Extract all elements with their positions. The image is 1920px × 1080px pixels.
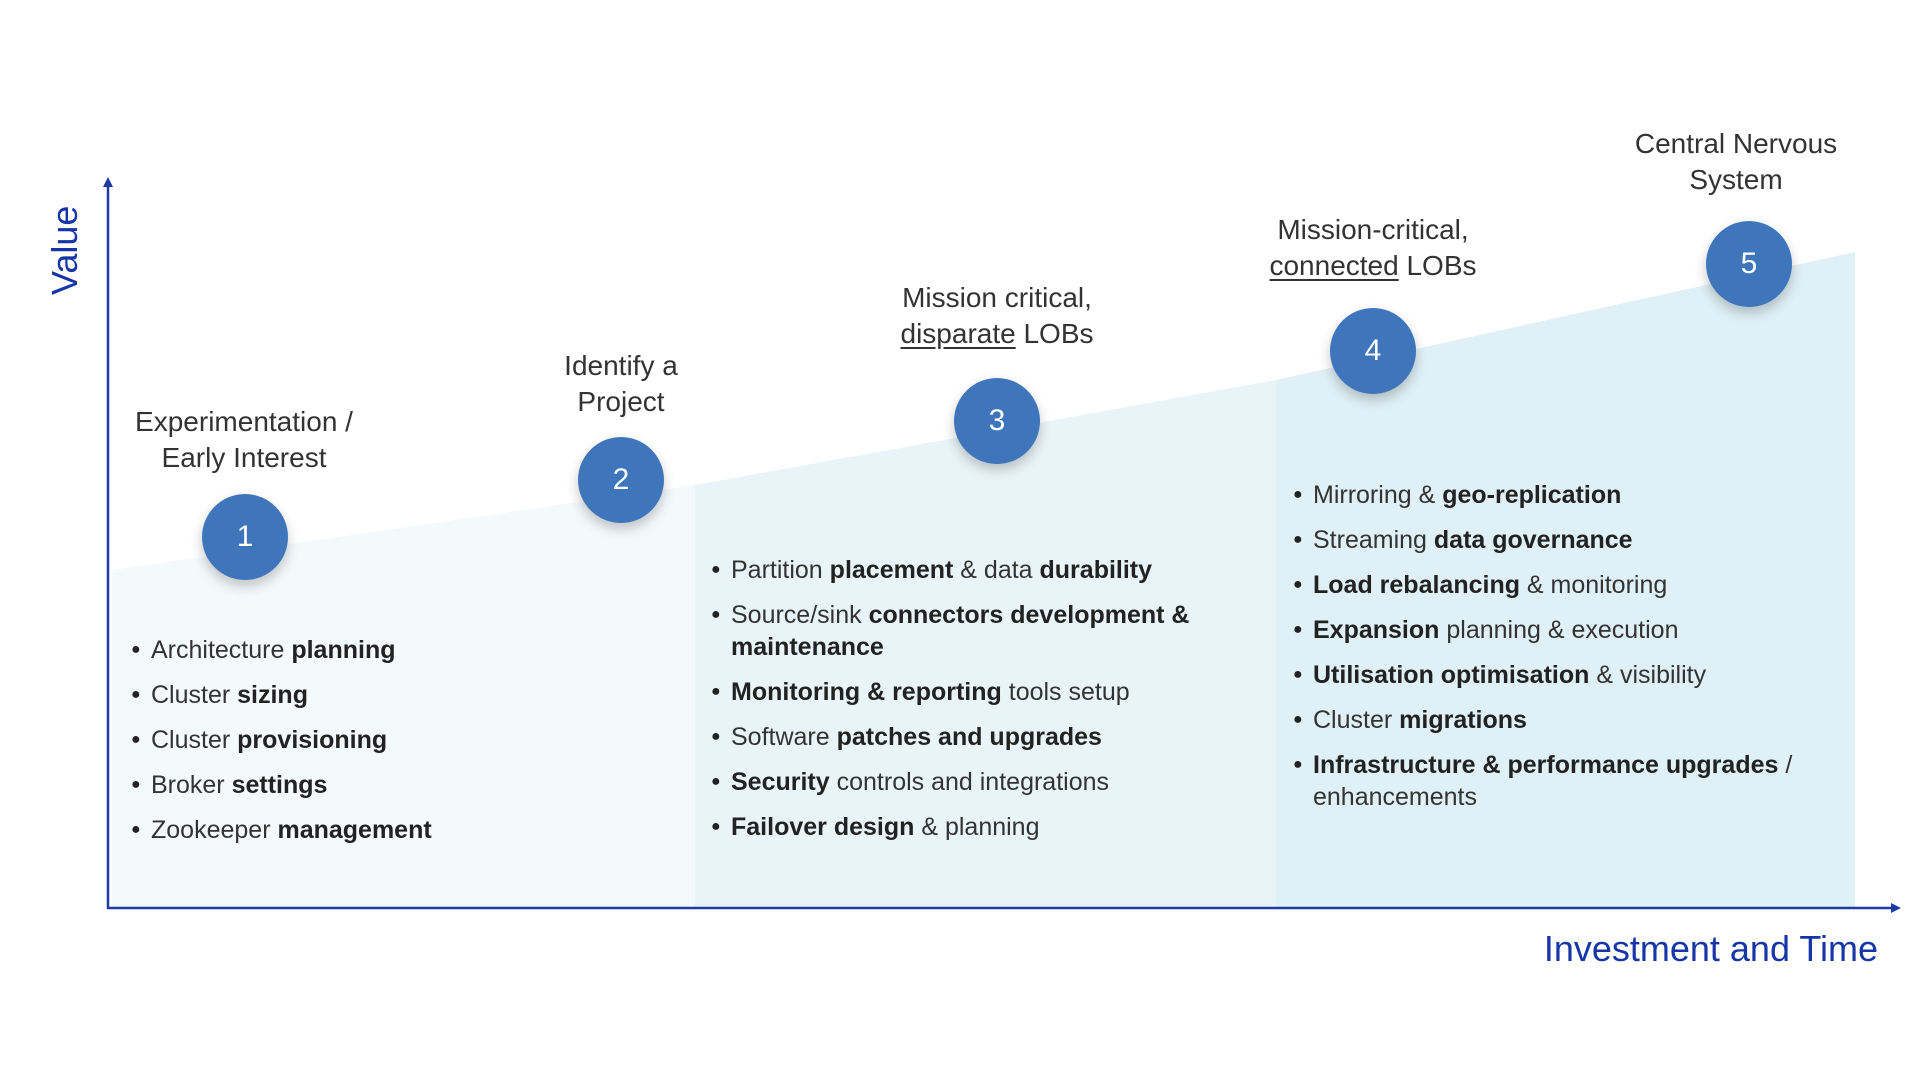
stage-3-bullets: Partition placement & data durabilitySou…	[711, 554, 1231, 856]
stage-title-part-text: Experimentation /	[135, 406, 353, 437]
stage-title-part-text: Central Nervous	[1634, 128, 1838, 159]
stage-1-badge: 1	[202, 494, 288, 580]
bullet-part-bold: patches and upgrades	[836, 723, 1102, 751]
bullet-part-bold: Infrastructure & performance upgrades	[1313, 751, 1779, 779]
bullet-item: Cluster provisioning	[131, 724, 591, 756]
bullet-part-bold: Failover design	[731, 813, 915, 841]
stage-5-badge: 5	[1706, 221, 1792, 307]
bullet-item: Load rebalancing & monitoring	[1293, 569, 1838, 601]
bullet-part-text: Software	[731, 723, 837, 751]
stage-4-badge: 4	[1330, 308, 1416, 394]
bullet-item: Cluster migrations	[1293, 704, 1838, 736]
stage-3-badge: 3	[954, 378, 1040, 464]
bullet-part-bold: Utilisation optimisation	[1313, 661, 1590, 689]
bullet-part-text: Cluster	[151, 726, 238, 754]
bullet-item: Partition placement & data durability	[711, 554, 1231, 586]
bullet-part-text: controls and integrations	[829, 768, 1110, 796]
bullet-item: Expansion planning & execution	[1293, 614, 1838, 646]
bullet-part-text: / enhancements	[1313, 751, 1793, 811]
stage-1-title: Experimentation / Early Interest	[135, 404, 353, 476]
bullet-part-bold: sizing	[237, 681, 308, 709]
stage-title-part-text: LOBs	[1015, 318, 1094, 349]
stage-title-part-text: System	[1689, 164, 1783, 195]
stage-title-part-underline: disparate	[900, 318, 1016, 349]
stage-4-title: Mission-critical, connected LOBs	[1269, 212, 1476, 284]
bullet-part-text: Broker	[151, 771, 232, 799]
bullet-item: Monitoring & reporting tools setup	[711, 676, 1231, 708]
bullet-item: Mirroring & geo-replication	[1293, 479, 1838, 511]
bullet-item: Infrastructure & performance upgrades / …	[1293, 749, 1838, 813]
y-axis-title: Value	[44, 205, 85, 295]
bullet-part-bold: Expansion	[1313, 616, 1440, 644]
bullet-part-bold: geo-replication	[1442, 481, 1622, 509]
bullet-part-bold: connectors development & maintenance	[731, 601, 1190, 661]
stage-title-part-text: Project	[577, 386, 665, 417]
bullet-part-text: tools setup	[1001, 678, 1130, 706]
x-axis-title: Investment and Time	[1543, 928, 1878, 969]
bullet-part-text: & visibility	[1589, 661, 1707, 689]
bullet-part-text: Architecture	[151, 636, 292, 664]
bullet-part-bold: Monitoring & reporting	[731, 678, 1002, 706]
stage-3-title: Mission critical, disparate LOBs	[901, 280, 1094, 352]
bullet-item: Software patches and upgrades	[711, 721, 1231, 753]
bullet-item: Utilisation optimisation & visibility	[1293, 659, 1838, 691]
stage-title-part-text: LOBs	[1398, 250, 1477, 281]
bullet-part-bold: placement	[829, 556, 954, 584]
stage-4-bullets: Mirroring & geo-replicationStreaming dat…	[1293, 479, 1838, 826]
stage-title-part-text: Mission-critical,	[1277, 214, 1469, 245]
bullet-part-bold: migrations	[1399, 706, 1527, 734]
bullet-item: Source/sink connectors development & mai…	[711, 599, 1231, 663]
bullet-part-bold: data governance	[1433, 526, 1633, 554]
stage-title-part-underline: connected	[1269, 250, 1399, 281]
bullet-item: Security controls and integrations	[711, 766, 1231, 798]
bullet-part-text: planning & execution	[1439, 616, 1679, 644]
bullet-item: Failover design & planning	[711, 811, 1231, 843]
stage-2-badge: 2	[578, 437, 664, 523]
stage-title-part-text: Early Interest	[161, 442, 327, 473]
stage-1-bullets: Architecture planningCluster sizingClust…	[131, 634, 591, 859]
bullet-item: Streaming data governance	[1293, 524, 1838, 556]
bullet-part-text: & data	[953, 556, 1040, 584]
bullet-part-bold: durability	[1039, 556, 1153, 584]
bullet-part-bold: management	[277, 816, 432, 844]
bullet-part-bold: Security	[731, 768, 830, 796]
bullet-part-text: & monitoring	[1519, 571, 1668, 599]
bullet-part-text: Mirroring &	[1313, 481, 1443, 509]
bullet-part-bold: provisioning	[237, 726, 388, 754]
bullet-part-text: & planning	[914, 813, 1040, 841]
bullet-part-text: Source/sink	[731, 601, 869, 629]
bullet-part-text: Partition	[731, 556, 830, 584]
stage-title-part-text: Mission critical,	[902, 282, 1092, 313]
bullet-part-text: Streaming	[1313, 526, 1434, 554]
bullet-part-bold: planning	[291, 636, 396, 664]
stage-2-title: Identify a Project	[564, 348, 678, 420]
bullet-part-text: Cluster	[151, 681, 238, 709]
bullet-item: Architecture planning	[131, 634, 591, 666]
bullet-item: Zookeeper management	[131, 814, 591, 846]
bullet-part-text: Zookeeper	[151, 816, 278, 844]
bullet-part-bold: Load rebalancing	[1313, 571, 1520, 599]
stage-title-part-text: Identify a	[564, 350, 678, 381]
bullet-part-text: Cluster	[1313, 706, 1400, 734]
bullet-item: Broker settings	[131, 769, 591, 801]
bullet-part-bold: settings	[231, 771, 328, 799]
bullet-item: Cluster sizing	[131, 679, 591, 711]
